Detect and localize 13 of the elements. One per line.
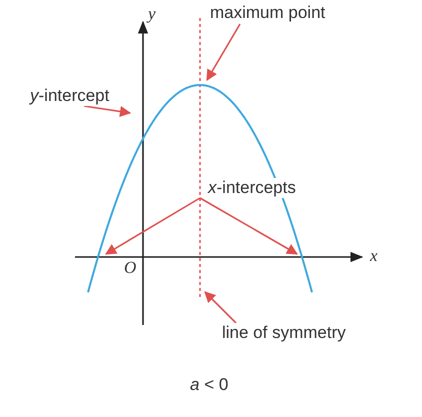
leader-arrow [204,291,237,324]
leader-arrow [200,197,298,255]
leader-arrow [84,105,132,118]
callout-label: line of symmetry [222,323,346,343]
callout-label: y-intercept [30,86,110,106]
condition-note: a < 0 [190,375,228,395]
callout-label: maximum point [210,3,326,23]
axis-label: y [148,4,156,24]
origin-label: O [124,258,136,278]
callout-label: x-intercepts [208,178,296,198]
axis-label: x [370,246,378,266]
leader-arrow [105,197,200,255]
leader-arrow [206,24,241,81]
